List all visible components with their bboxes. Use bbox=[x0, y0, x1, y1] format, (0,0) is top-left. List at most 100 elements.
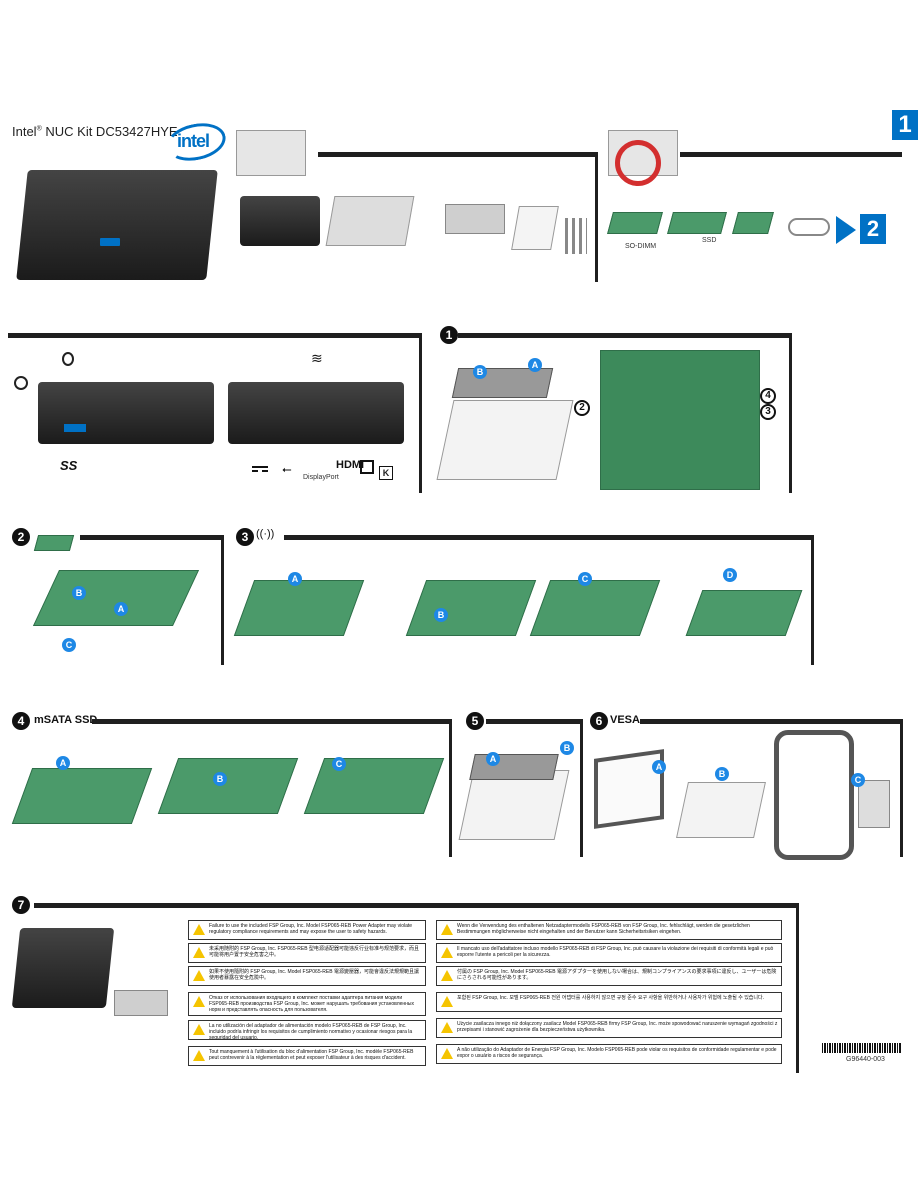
callout-b: B bbox=[715, 767, 729, 781]
front-usb-port bbox=[64, 424, 86, 432]
dc-in-icon bbox=[252, 466, 268, 472]
callout-b: B bbox=[213, 772, 227, 786]
warning-pt: A não utilização do Adaptador de Energia… bbox=[436, 1044, 782, 1064]
warning-text: Il mancato uso dell'adattatore incluso m… bbox=[457, 946, 774, 958]
power-button-icon bbox=[14, 376, 28, 390]
warning-zh-cn: 未采用随附的 FSP Group, Inc. FSP065-REB 型电源适配器… bbox=[188, 943, 426, 963]
callout-c: C bbox=[62, 638, 76, 652]
section-divider bbox=[640, 719, 902, 724]
section-divider-v bbox=[796, 903, 799, 1073]
warning-icon bbox=[441, 947, 453, 958]
displayport-label: DisplayPort bbox=[303, 474, 339, 481]
power-brick-image bbox=[114, 990, 168, 1016]
warning-icon bbox=[441, 1022, 453, 1033]
warning-de: Wenn die Verwendung des enthaltenen Netz… bbox=[436, 920, 782, 940]
registered-mark: ® bbox=[36, 125, 42, 133]
warning-icon bbox=[193, 1024, 205, 1035]
warning-text: Tout manquement à l'utilisation du bloc … bbox=[209, 1049, 414, 1061]
callout-b: B bbox=[473, 365, 487, 379]
sodimm-install-image bbox=[32, 570, 200, 626]
lid-closing-image bbox=[469, 754, 559, 780]
section-divider bbox=[318, 152, 596, 157]
section-divider bbox=[8, 333, 420, 338]
warning-text: A não utilização do Adaptador de Energia… bbox=[457, 1047, 777, 1059]
barcode bbox=[822, 1043, 902, 1053]
msata-step-a-image bbox=[11, 768, 153, 824]
section-divider bbox=[92, 719, 450, 724]
wifi-step-a-image bbox=[233, 580, 365, 636]
section-divider-v bbox=[221, 535, 224, 665]
warning-icon bbox=[193, 924, 205, 935]
warning-ru: Отказ от использования входящего в компл… bbox=[188, 992, 426, 1016]
monitor-back-image bbox=[774, 730, 854, 860]
vesa-bracket-image bbox=[325, 196, 415, 246]
product-title: Intel® NUC Kit DC53427HYE bbox=[12, 124, 178, 139]
section-divider-v bbox=[580, 719, 583, 857]
section-divider bbox=[680, 152, 902, 157]
warning-zh-tw: 如果不使用隨附的 FSP Group, Inc. Model FSP065-RE… bbox=[188, 966, 426, 986]
warning-text: Failure to use the included FSP Group, I… bbox=[209, 923, 413, 935]
callout-b: B bbox=[72, 586, 86, 600]
section-divider bbox=[486, 719, 582, 724]
warning-icon bbox=[193, 1050, 205, 1061]
warning-es: La no utilización del adaptador de alime… bbox=[188, 1020, 426, 1040]
callout-a: A bbox=[652, 760, 666, 774]
ethernet-icon bbox=[360, 460, 374, 474]
section-divider-v bbox=[419, 333, 422, 493]
callout-c: C bbox=[851, 773, 865, 787]
next-page-badge: 2 bbox=[860, 214, 886, 244]
sodimm-image bbox=[607, 212, 663, 234]
ssd-image bbox=[667, 212, 727, 234]
step-7-badge: 7 bbox=[12, 896, 30, 914]
power-adapter-image bbox=[445, 204, 505, 234]
sodimm-label: SO-DIMM bbox=[625, 243, 657, 250]
warning-icon bbox=[193, 970, 205, 981]
chassis-open-image bbox=[436, 400, 574, 480]
callout-a: A bbox=[114, 602, 128, 616]
heat-vent-icon: ≋ bbox=[311, 350, 323, 366]
callout-a: A bbox=[486, 752, 500, 766]
step-3-badge: 3 bbox=[236, 528, 254, 546]
warning-icon bbox=[441, 970, 453, 981]
brand-text: Intel bbox=[12, 124, 37, 139]
section-divider-v bbox=[900, 719, 903, 857]
motherboard-image bbox=[600, 350, 760, 490]
callout-a: A bbox=[288, 572, 302, 586]
warning-text: La no utilización del adaptador de alime… bbox=[209, 1023, 413, 1040]
k-text: K bbox=[382, 468, 390, 478]
section-divider bbox=[34, 903, 798, 908]
manual-image bbox=[511, 206, 559, 250]
lid-image bbox=[451, 368, 554, 398]
callout-a: A bbox=[528, 358, 542, 372]
section-divider-v bbox=[595, 152, 598, 282]
warning-text: 如果不使用隨附的 FSP Group, Inc. Model FSP065-RE… bbox=[209, 969, 419, 981]
hdd-led-icon bbox=[62, 352, 74, 366]
warning-icon bbox=[441, 1048, 453, 1059]
section-divider bbox=[80, 535, 222, 540]
warning-icon bbox=[193, 947, 205, 958]
warning-icon bbox=[193, 996, 205, 1007]
warning-text: Wenn die Verwendung des enthaltenen Netz… bbox=[457, 923, 750, 935]
rear-panel-image bbox=[228, 382, 404, 444]
callout-4: 4 bbox=[760, 388, 776, 404]
msata-ssd-title: mSATA SSD bbox=[34, 714, 98, 726]
usb-port-icon bbox=[100, 238, 120, 246]
step-5-badge: 5 bbox=[466, 712, 484, 730]
nuc-vesa-image bbox=[676, 782, 766, 838]
warning-fr: Tout manquement à l'utilisation du bloc … bbox=[188, 1046, 426, 1066]
step-2-badge: 2 bbox=[12, 528, 30, 546]
section-divider-v bbox=[789, 333, 792, 493]
front-panel-image bbox=[38, 382, 214, 444]
callout-2: 2 bbox=[574, 400, 590, 416]
warning-text: 포함된 FSP Group, Inc. 모델 FSP065-REB 전원 어댑터… bbox=[457, 995, 764, 1001]
callout-d: D bbox=[723, 568, 737, 582]
warning-text: 未采用随附的 FSP Group, Inc. FSP065-REB 型电源适配器… bbox=[209, 946, 419, 958]
wireless-icon: ((·)) bbox=[256, 528, 275, 540]
section-divider-v bbox=[449, 719, 452, 857]
nuc-power-image bbox=[11, 928, 115, 1008]
section-divider bbox=[284, 535, 812, 540]
wifi-step-c-image bbox=[529, 580, 661, 636]
sodimm-thumb bbox=[33, 535, 75, 551]
warning-text: Отказ от использования входящего в компл… bbox=[209, 995, 415, 1013]
arrow-right-icon bbox=[836, 216, 856, 244]
